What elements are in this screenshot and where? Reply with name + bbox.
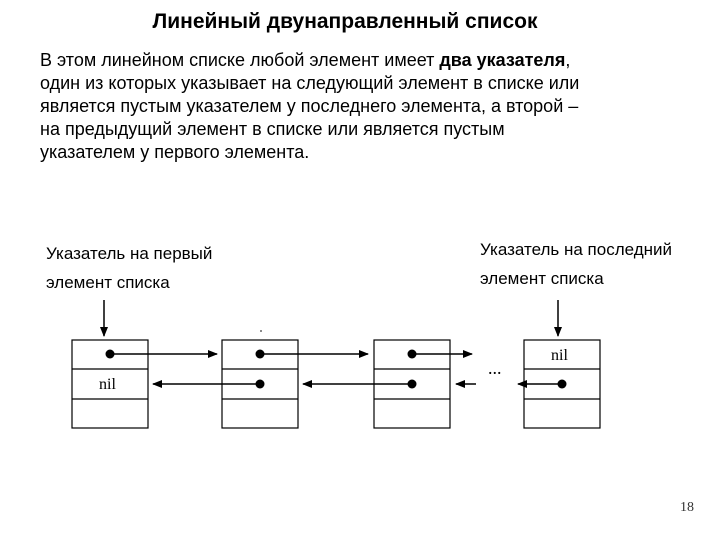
ellipsis-gap: ...: [488, 358, 502, 378]
first-pointer-label-line-1: Указатель на первый: [46, 244, 212, 263]
page-number: 18: [680, 500, 694, 515]
first-pointer-label-line-2: элемент списка: [46, 273, 170, 292]
list-node-3: [373, 339, 451, 429]
desc-text-comma: ,: [565, 50, 571, 70]
desc-text-bold: два указателя: [439, 50, 566, 70]
prev-nil-label: nil: [99, 376, 116, 393]
desc-line-2: один из которых указывает на следующий э…: [40, 73, 580, 93]
slide-title: Линейный двунаправленный список: [152, 10, 538, 33]
desc-line-4: на предыдущий элемент в списке или являе…: [40, 119, 505, 139]
desc-line-5: указателем у первого элемента.: [40, 142, 310, 162]
next-nil-label: nil: [551, 347, 568, 364]
desc-text-prefix: В этом линейном списке любой элемент име…: [40, 50, 440, 70]
list-node-2: [221, 339, 299, 429]
last-pointer-label-line-1: Указатель на последний: [480, 240, 672, 259]
last-pointer-label-line-2: элемент списка: [480, 269, 604, 288]
list-node-1: nil: [71, 339, 149, 429]
desc-line-3: является пустым указателем у последнего …: [40, 96, 579, 116]
stray-dot: [260, 330, 262, 332]
slide-description: В этом линейном списке любой элемент име…: [16, 49, 698, 164]
